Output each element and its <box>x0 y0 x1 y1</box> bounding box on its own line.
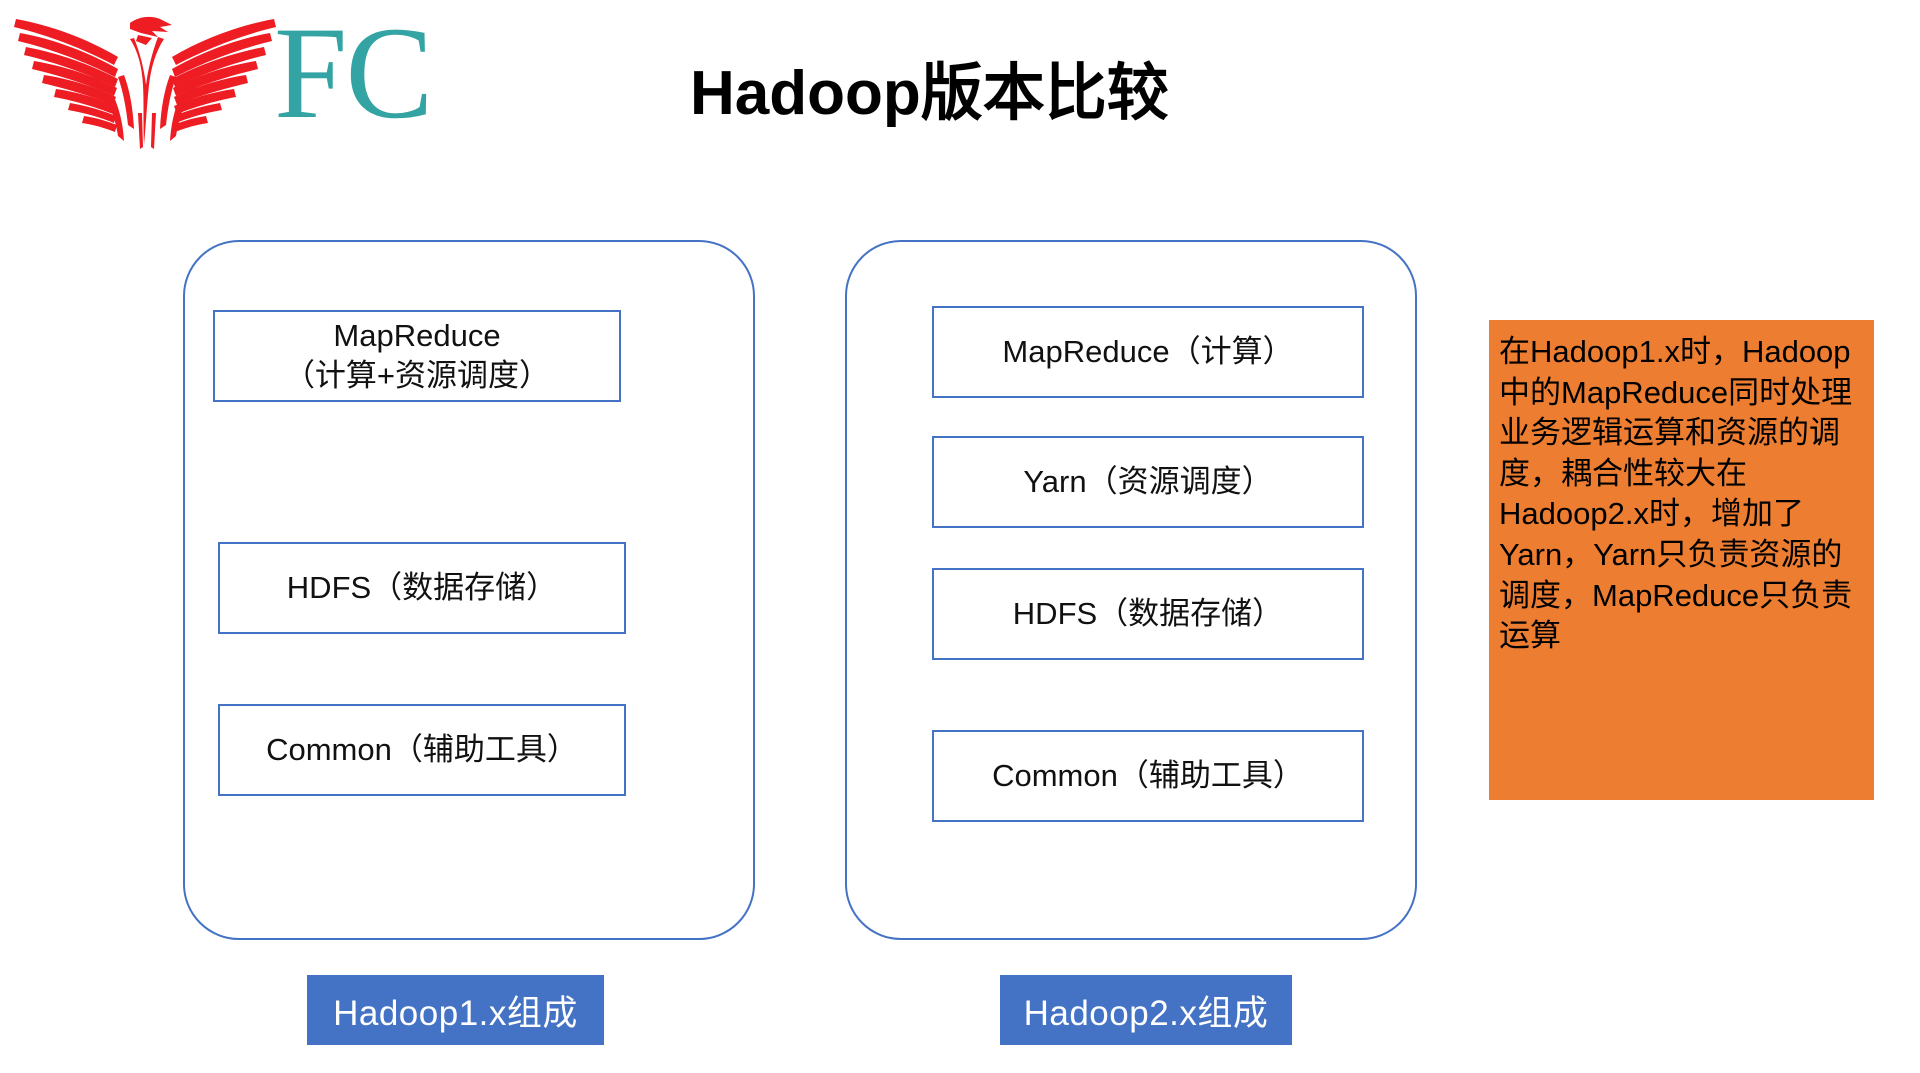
brand-logo-text: FC <box>274 0 433 146</box>
eagle-logo-icon <box>14 16 276 149</box>
hadoop2-layer-common: Common（辅助工具） <box>932 730 1364 822</box>
hadoop2-caption-label: Hadoop2.x组成 <box>1000 975 1292 1045</box>
explanation-note-panel: 在Hadoop1.x时，Hadoop中的MapReduce同时处理业务逻辑运算和… <box>1489 320 1874 800</box>
brand-logo: FC <box>10 2 470 152</box>
page-title: Hadoop版本比较 <box>690 59 1169 128</box>
hadoop1-stack-container: MapReduce （计算+资源调度） HDFS（数据存储） Common（辅助… <box>183 240 755 940</box>
hadoop2-layer-mapreduce: MapReduce（计算） <box>932 306 1364 398</box>
hadoop2-layer-yarn: Yarn（资源调度） <box>932 436 1364 528</box>
hadoop2-layer-hdfs: HDFS（数据存储） <box>932 568 1364 660</box>
hadoop1-layer-hdfs: HDFS（数据存储） <box>218 542 626 634</box>
hadoop1-layer-common: Common（辅助工具） <box>218 704 626 796</box>
hadoop1-caption-label: Hadoop1.x组成 <box>307 975 604 1045</box>
hadoop2-stack-container: MapReduce（计算） Yarn（资源调度） HDFS（数据存储） Comm… <box>845 240 1417 940</box>
hadoop1-layer-mapreduce: MapReduce （计算+资源调度） <box>213 310 621 402</box>
explanation-note-text: 在Hadoop1.x时，Hadoop中的MapReduce同时处理业务逻辑运算和… <box>1499 334 1853 654</box>
